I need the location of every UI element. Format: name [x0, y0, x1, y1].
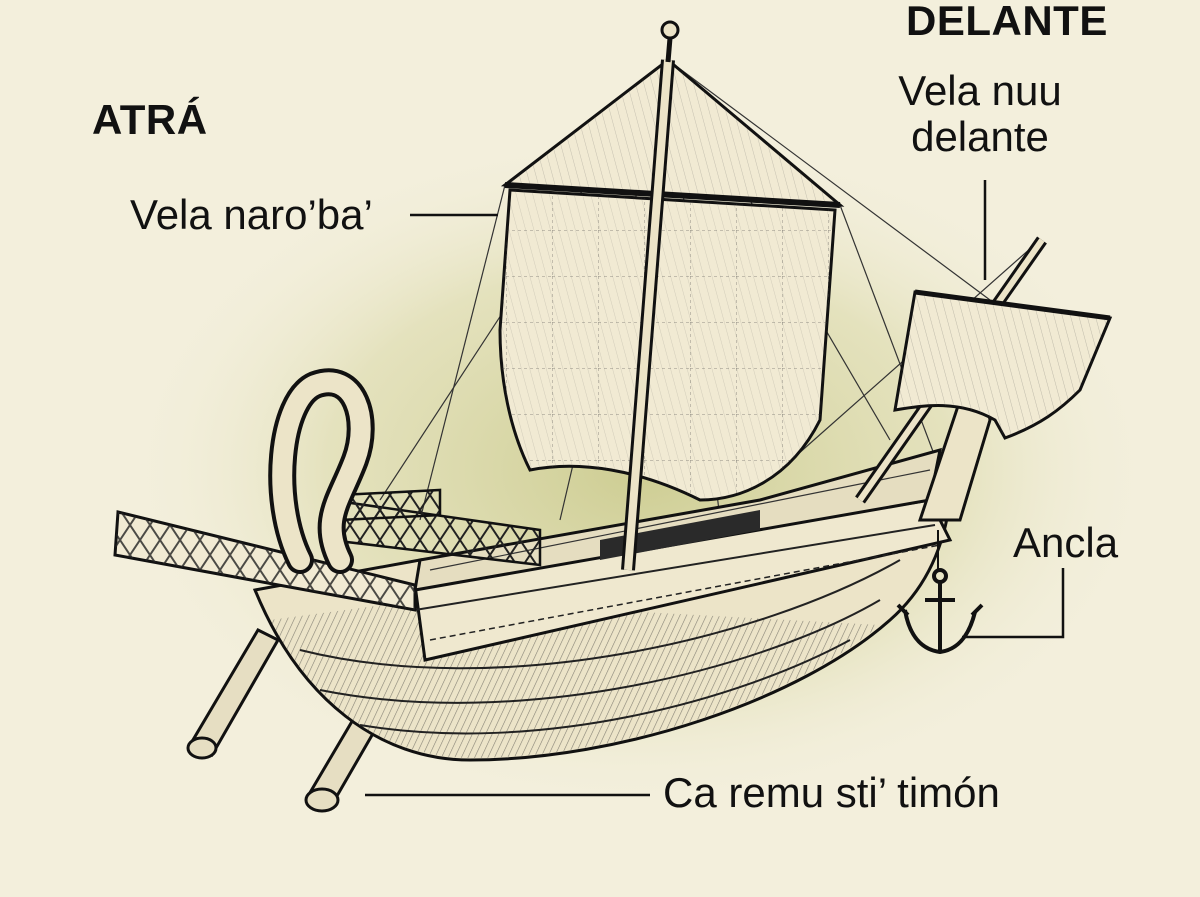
stern-gallery: [113, 488, 542, 612]
foresail-label-line1: Vela nuu: [898, 67, 1062, 114]
steering-oar-label: Ca remu sti’ timón: [663, 769, 1000, 816]
anchor: [896, 530, 984, 655]
main-sail: [498, 58, 845, 502]
anchor-label: Ancla: [1013, 519, 1119, 566]
stern-heading: ATRÁ: [92, 96, 208, 143]
foresail-label-line2: delante: [911, 113, 1049, 160]
mast: [621, 20, 680, 571]
leader-anchor: [962, 568, 1065, 639]
main-sail-label: Vela naro’ba’: [130, 191, 373, 238]
sternpost: [268, 368, 375, 574]
foresail-label: Vela nuu delante: [880, 68, 1080, 160]
callout-lines: [365, 180, 1065, 797]
bow-heading: DELANTE: [906, 0, 1108, 44]
foresail: [855, 236, 1113, 504]
